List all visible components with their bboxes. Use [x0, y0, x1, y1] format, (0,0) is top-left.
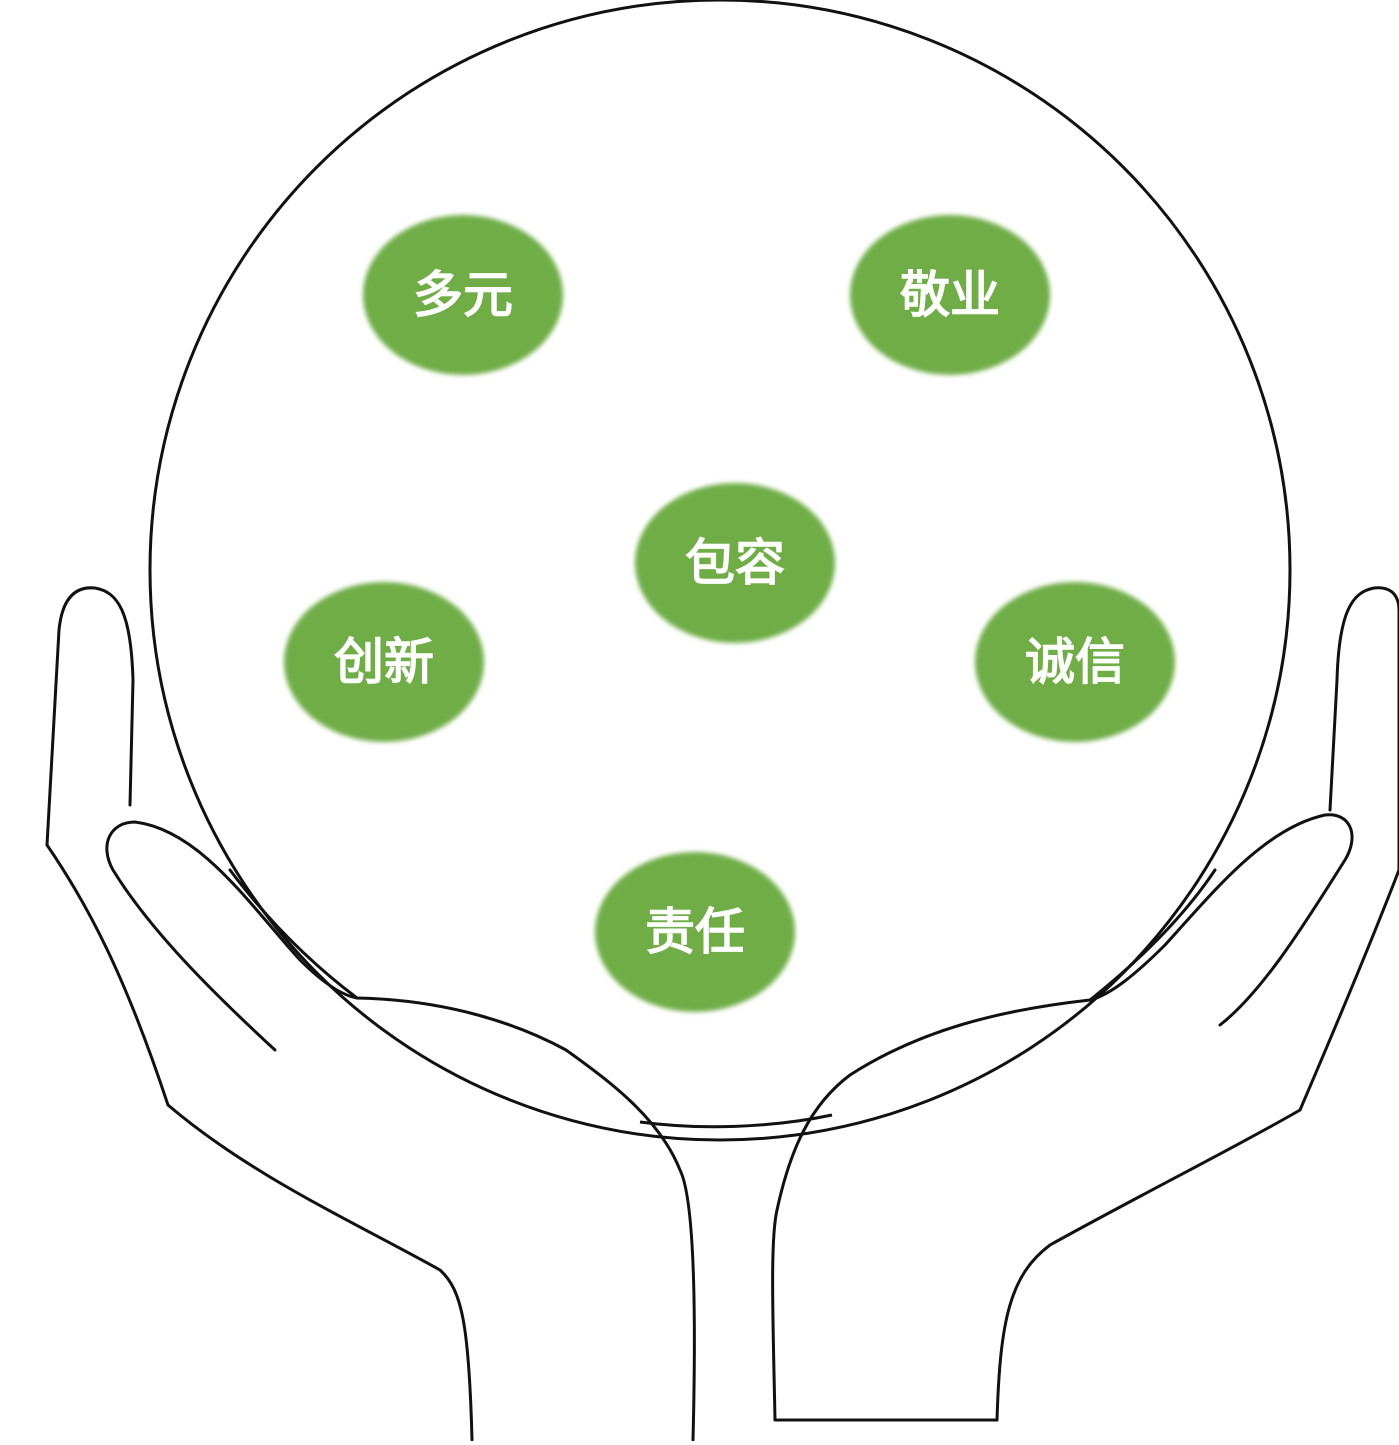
value-bubble-integrity: 诚信 [975, 582, 1175, 742]
value-label-diversity: 多元 [413, 266, 513, 324]
value-bubble-inclusion: 包容 [635, 483, 835, 643]
bubble-shape [635, 483, 835, 643]
value-bubble-dedication: 敬业 [850, 215, 1050, 375]
value-label-inclusion: 包容 [685, 534, 785, 592]
value-label-responsibility: 责任 [645, 903, 745, 961]
value-label-dedication: 敬业 [899, 266, 1000, 324]
value-label-innovation: 创新 [334, 633, 434, 691]
globe-outline [148, 0, 1292, 1142]
bubble-shape [850, 215, 1050, 375]
bubble-shape [595, 852, 795, 1012]
value-bubble-responsibility: 责任 [595, 852, 795, 1012]
left-hand-icon [45, 586, 696, 1442]
bubble-shape [284, 582, 484, 742]
hands-join-line [639, 1113, 833, 1129]
value-label-integrity: 诚信 [1025, 633, 1125, 691]
value-bubble-diversity: 多元 [363, 215, 563, 375]
bubble-shape [975, 582, 1175, 742]
bubble-shape [363, 215, 563, 375]
value-bubble-innovation: 创新 [284, 582, 484, 742]
right-hand-icon [771, 586, 1399, 1422]
